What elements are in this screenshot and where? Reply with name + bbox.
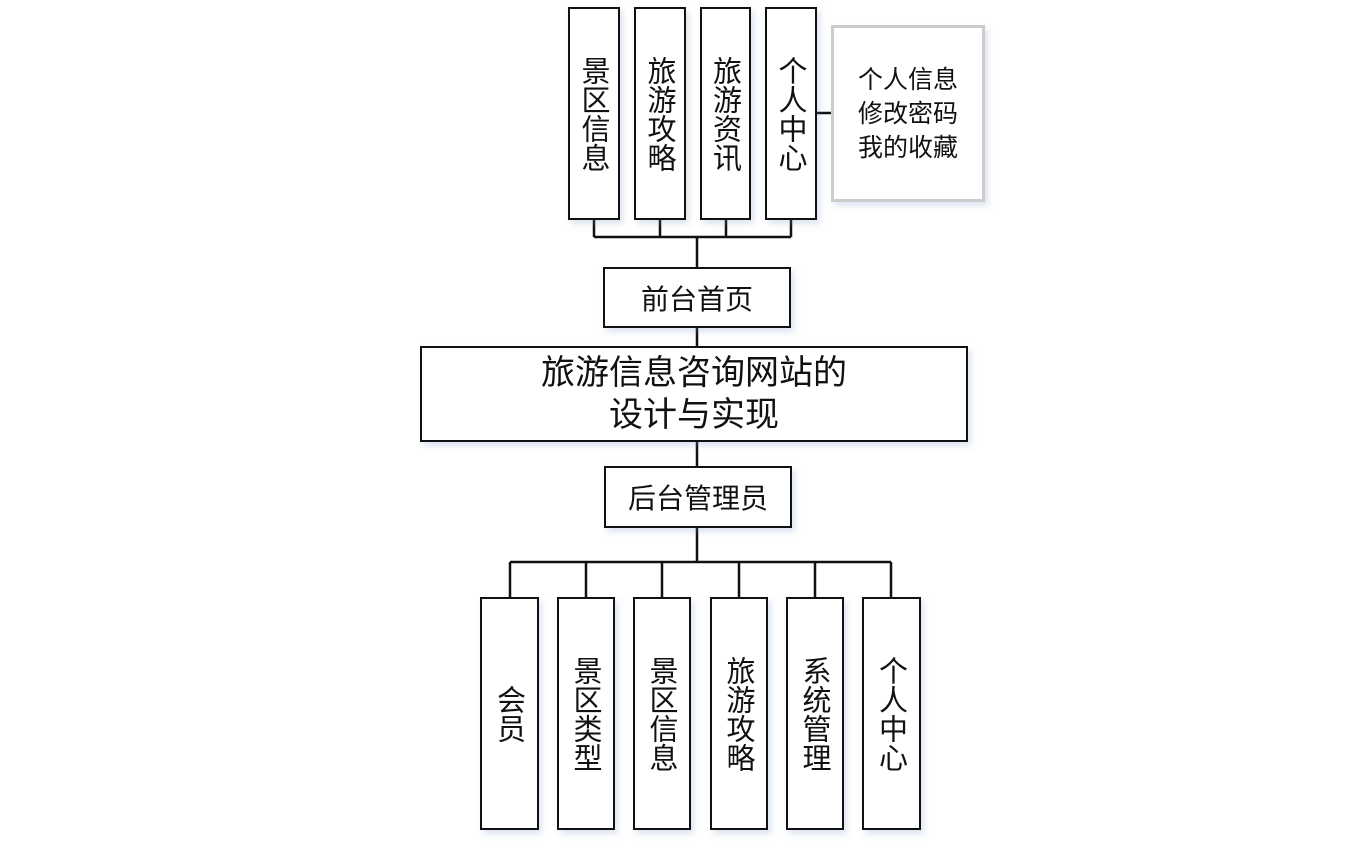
back-item-personal-center: 个人中心 <box>862 597 921 830</box>
front-connectors <box>592 220 793 267</box>
back-item-scenic-type: 景区类型 <box>557 597 615 830</box>
back-item-system-management: 系统管理 <box>786 597 844 830</box>
back-admin-node: 后台管理员 <box>604 466 792 528</box>
back-item-scenic-info: 景区信息 <box>633 597 691 830</box>
front-item-scenic-info: 景区信息 <box>568 7 620 220</box>
root-title-line2: 设计与实现 <box>609 395 779 435</box>
back-item-members: 会员 <box>480 597 539 830</box>
front-item-personal-center: 个人中心 <box>765 7 817 220</box>
front-home-node: 前台首页 <box>603 267 791 328</box>
back-item-travel-guide: 旅游攻略 <box>710 597 768 830</box>
back-connectors <box>508 560 893 597</box>
front-item-travel-guide: 旅游攻略 <box>634 7 686 220</box>
root-node: 旅游信息咨询网站的 设计与实现 <box>420 346 968 442</box>
sub-item: 我的收藏 <box>857 132 958 162</box>
sub-item: 个人信息 <box>857 64 958 94</box>
root-title-line1: 旅游信息咨询网站的 <box>541 353 847 393</box>
personal-center-submenu: 个人信息 修改密码 我的收藏 <box>831 25 985 202</box>
front-item-travel-news: 旅游资讯 <box>700 7 751 220</box>
sub-item: 修改密码 <box>857 98 958 128</box>
